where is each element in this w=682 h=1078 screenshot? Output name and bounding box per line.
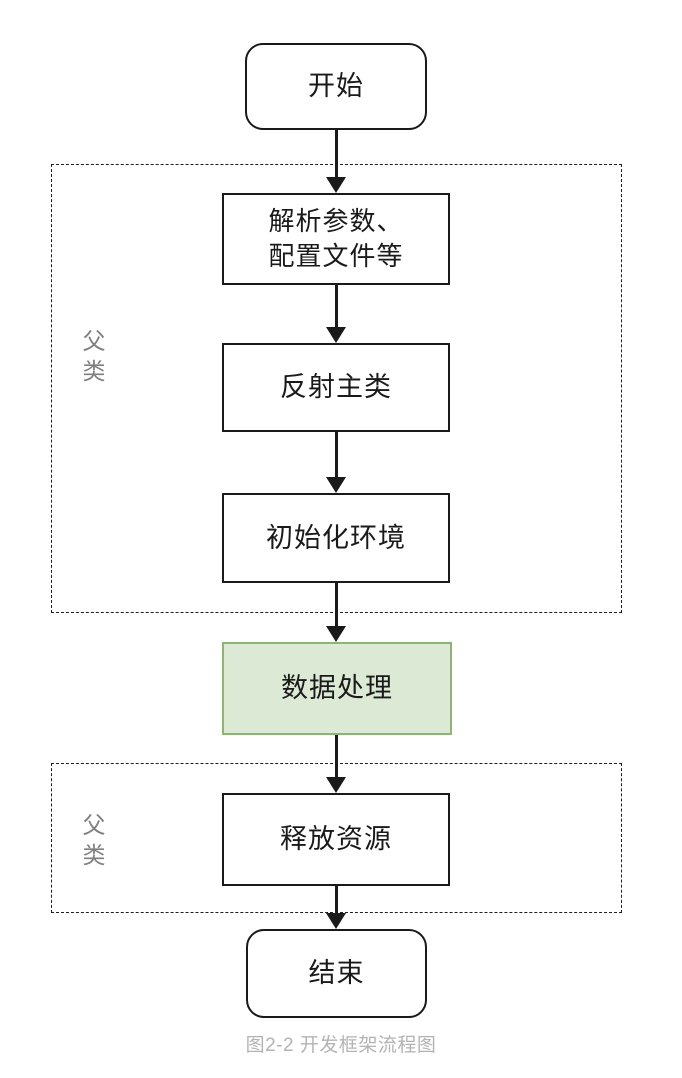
node-parse-config: 解析参数、 配置文件等 bbox=[222, 193, 450, 285]
node-reflect-main-class: 反射主类 bbox=[222, 343, 450, 432]
node-init-environment: 初始化环境 bbox=[222, 493, 450, 583]
node-parse-config-line2: 配置文件等 bbox=[268, 241, 404, 271]
node-start: 开始 bbox=[245, 43, 427, 130]
arrow-start-to-parse bbox=[326, 130, 346, 193]
arrow-shaft bbox=[334, 735, 338, 778]
arrow-head-icon bbox=[326, 177, 346, 193]
arrow-release-to-end bbox=[326, 886, 346, 929]
arrow-head-icon bbox=[326, 913, 346, 929]
arrow-parse-to-reflect bbox=[326, 285, 346, 343]
arrow-shaft bbox=[334, 886, 338, 914]
arrow-shaft bbox=[334, 583, 338, 627]
arrow-process-to-release bbox=[326, 735, 346, 793]
arrow-shaft bbox=[334, 285, 338, 328]
arrow-shaft bbox=[334, 432, 338, 478]
node-release-resources: 释放资源 bbox=[222, 793, 450, 886]
node-parse-config-line1: 解析参数、 bbox=[268, 205, 404, 236]
arrow-head-icon bbox=[326, 626, 346, 642]
parent-class-group-bottom-label: 父类 bbox=[82, 812, 106, 868]
node-data-processing-highlighted: 数据处理 bbox=[222, 642, 452, 735]
arrow-init-to-process bbox=[326, 583, 346, 642]
arrow-head-icon bbox=[326, 327, 346, 343]
arrow-head-icon bbox=[326, 777, 346, 793]
node-end: 结束 bbox=[246, 929, 427, 1018]
parent-class-group-top-label: 父类 bbox=[82, 328, 106, 384]
arrow-head-icon bbox=[326, 477, 346, 493]
arrow-reflect-to-init bbox=[326, 432, 346, 493]
arrow-shaft bbox=[334, 130, 338, 178]
figure-caption: 图2-2 开发框架流程图 bbox=[245, 1035, 437, 1056]
node-parse-config-label: 解析参数、 配置文件等 bbox=[268, 204, 403, 274]
